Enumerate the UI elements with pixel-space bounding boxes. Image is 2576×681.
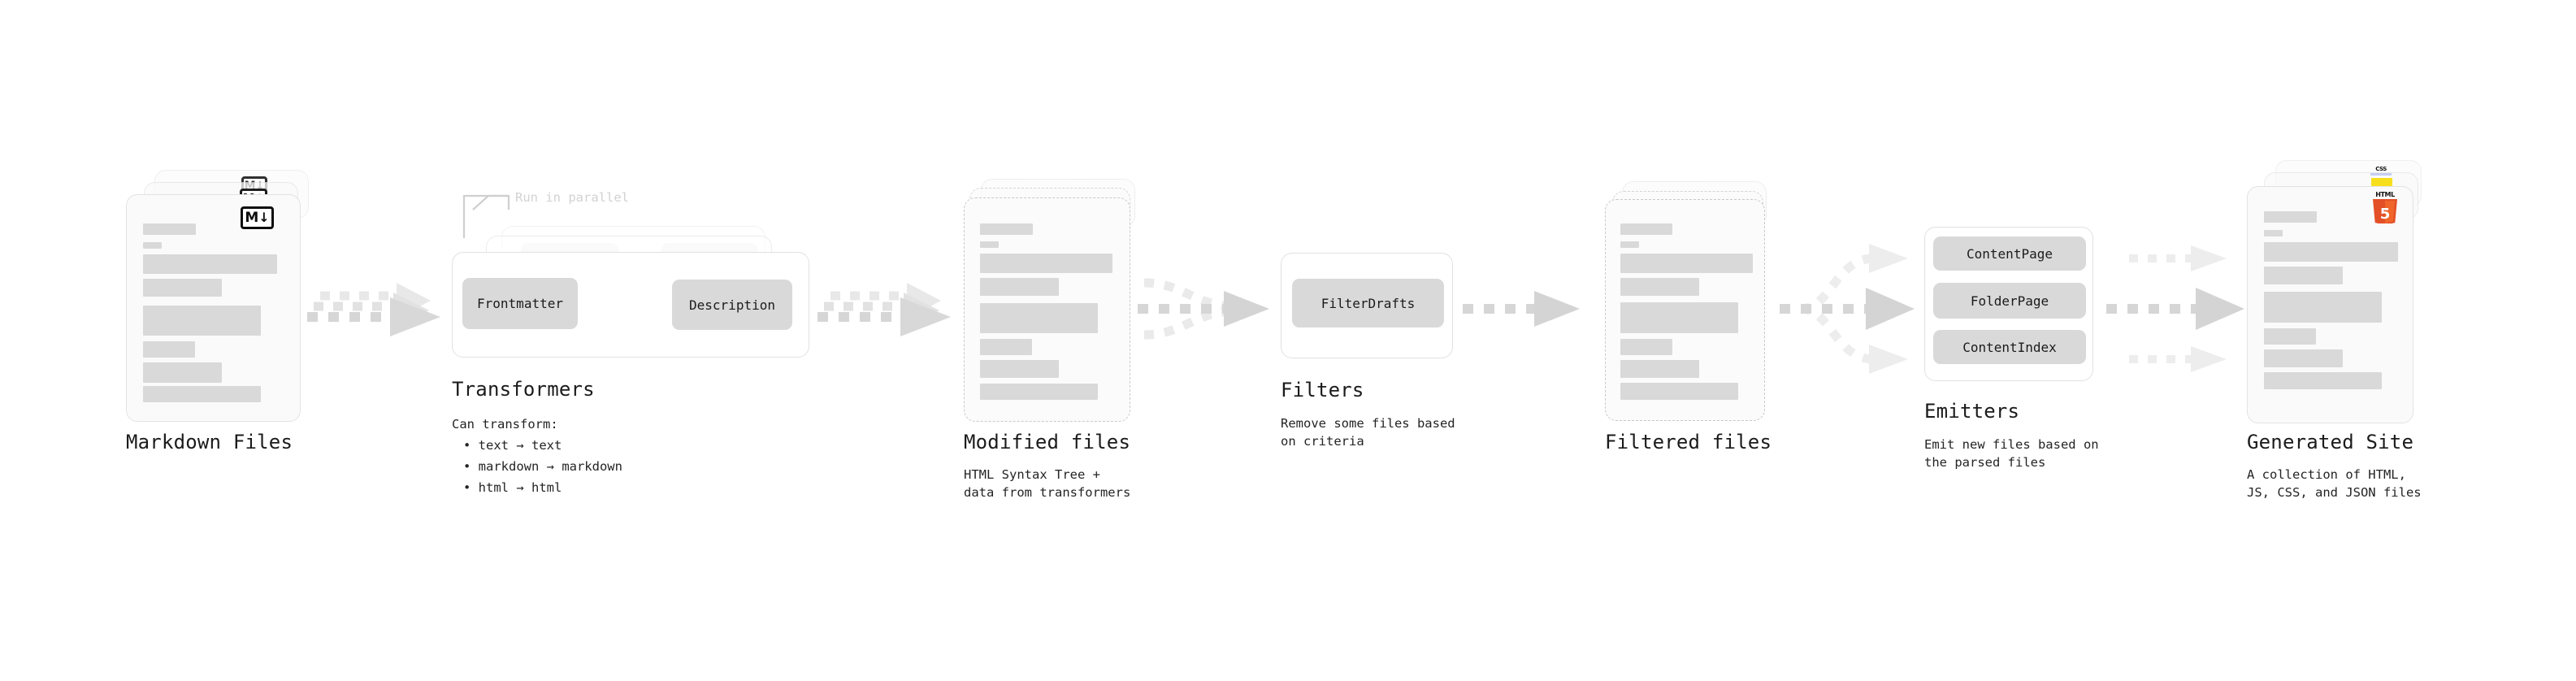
chip-frontmatter[interactable]: Frontmatter bbox=[462, 278, 578, 329]
arrow-emitters-to-generated bbox=[2106, 245, 2244, 372]
transformers-bullet-markdown: • markdown → markdown bbox=[463, 459, 622, 474]
filters-caption-1: Remove some files based bbox=[1281, 416, 1455, 431]
stage-title-filtered-files: Filtered files bbox=[1605, 431, 1772, 453]
stage-title-generated-site: Generated Site bbox=[2247, 431, 2414, 453]
arrow-modified-to-filters bbox=[1138, 278, 1269, 340]
stage-title-emitters: Emitters bbox=[1924, 400, 2020, 423]
markdown-icon: M ↓ bbox=[241, 206, 274, 229]
transformers-bullet-html: • html → html bbox=[463, 480, 562, 495]
modified-files-caption-1: HTML Syntax Tree + bbox=[964, 467, 1100, 482]
chip-description[interactable]: Description bbox=[672, 280, 792, 330]
html5-icon-wordmark: HTML bbox=[2375, 191, 2395, 198]
generated-site-caption-1: A collection of HTML, bbox=[2247, 467, 2406, 482]
markdown-icon-glyph: M bbox=[245, 209, 259, 226]
chip-contentindex[interactable]: ContentIndex bbox=[1933, 330, 2086, 364]
arrow-filters-to-filtered bbox=[1463, 291, 1580, 327]
emitters-caption-1: Emit new files based on bbox=[1924, 437, 2099, 452]
chip-folderpage[interactable]: FolderPage bbox=[1933, 283, 2086, 319]
arrow-markdown-to-transformers bbox=[307, 283, 440, 336]
run-in-parallel-label: Run in parallel bbox=[515, 190, 629, 205]
chip-filterdrafts[interactable]: FilterDrafts bbox=[1292, 279, 1444, 327]
markdown-icon-arrow: ↓ bbox=[258, 210, 270, 225]
arrow-transformers-to-modified bbox=[817, 283, 951, 336]
chip-contentpage[interactable]: ContentPage bbox=[1933, 236, 2086, 271]
stage-title-markdown-files: Markdown Files bbox=[126, 431, 293, 453]
arrow-filtered-to-emitters bbox=[1780, 244, 1915, 374]
stage-title-transformers-visible: Transformers bbox=[452, 378, 595, 401]
html5-icon: HTML 5 bbox=[2371, 191, 2399, 223]
emitters-caption-2: the parsed files bbox=[1924, 455, 2046, 470]
stage-title-filters: Filters bbox=[1281, 379, 1364, 401]
transformers-caption-lead: Can transform: bbox=[452, 417, 558, 432]
modified-files-caption-2: data from transformers bbox=[964, 485, 1131, 500]
transformers-bullet-text: • text → text bbox=[463, 438, 562, 453]
css-icon-text: CSS bbox=[2375, 166, 2387, 172]
generated-site-caption-2: JS, CSS, and JSON files bbox=[2247, 485, 2422, 500]
stage-title-modified-files: Modified files bbox=[964, 431, 1131, 453]
svg-text:5: 5 bbox=[2380, 206, 2391, 223]
filters-caption-2: on criteria bbox=[1281, 434, 1364, 449]
